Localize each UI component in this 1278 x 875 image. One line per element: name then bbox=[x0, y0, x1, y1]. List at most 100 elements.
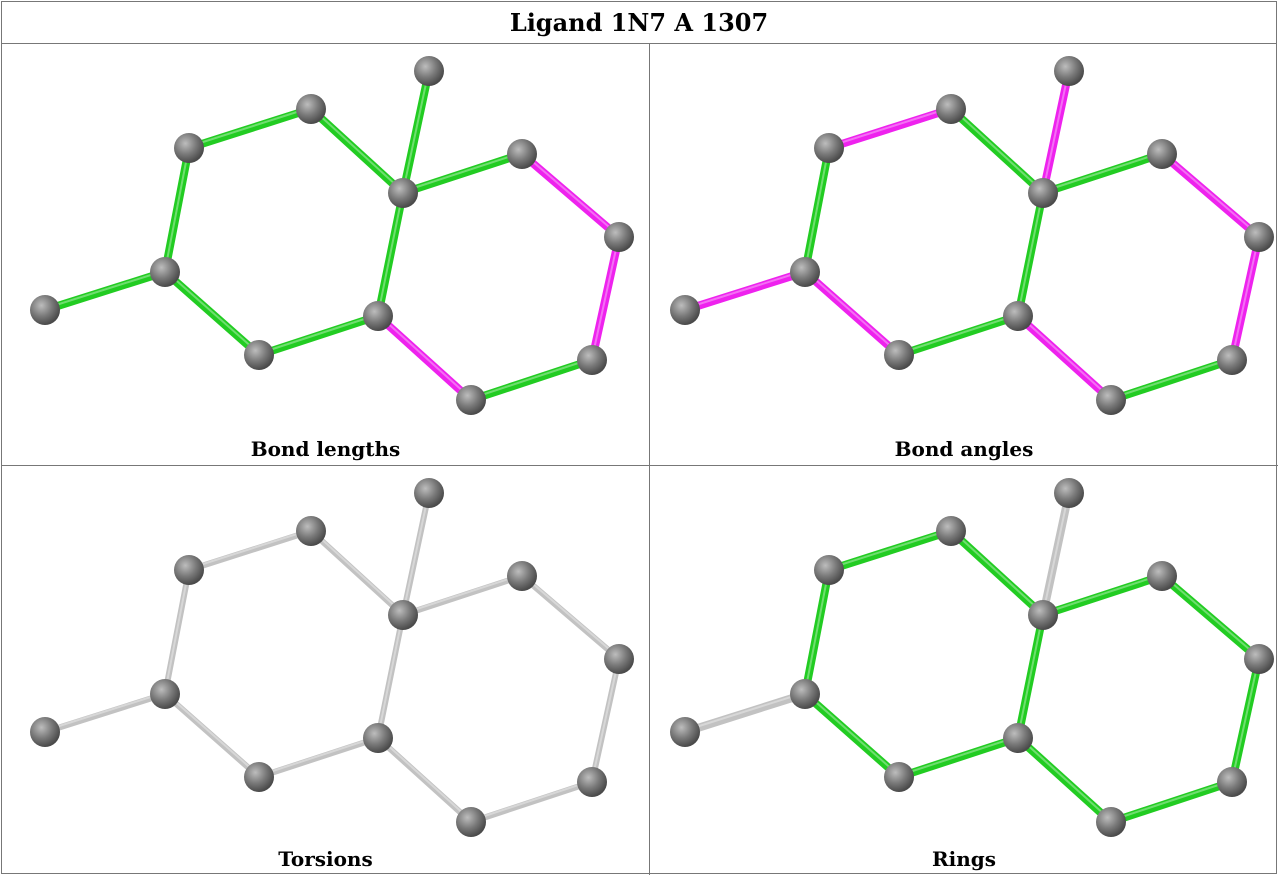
atom bbox=[1244, 644, 1274, 674]
bond bbox=[1158, 572, 1263, 663]
bond-highlight bbox=[1110, 357, 1233, 400]
bond bbox=[375, 735, 474, 825]
bond bbox=[895, 312, 1022, 359]
bond-highlight bbox=[1017, 613, 1044, 737]
atom bbox=[150, 257, 180, 287]
atom bbox=[1244, 222, 1274, 252]
atom bbox=[1217, 345, 1247, 375]
bond bbox=[1039, 572, 1166, 619]
bond-highlight bbox=[684, 269, 806, 310]
molecule-view-bond-angles bbox=[670, 56, 1274, 415]
bond bbox=[161, 268, 263, 359]
bond bbox=[256, 735, 381, 780]
molecule-view-rings bbox=[670, 478, 1274, 837]
atom bbox=[244, 340, 274, 370]
bond bbox=[947, 527, 1047, 619]
bond-highlight bbox=[950, 528, 1044, 615]
bond-highlight bbox=[804, 146, 830, 271]
bond bbox=[1014, 312, 1115, 404]
bond bbox=[375, 612, 406, 741]
bond-highlight bbox=[950, 106, 1044, 193]
bond bbox=[589, 656, 622, 785]
bond bbox=[1107, 356, 1236, 404]
bond-highlight bbox=[804, 691, 900, 777]
panel-bond-angles: Bond angles bbox=[650, 44, 1278, 466]
atom bbox=[1003, 301, 1033, 331]
figure-title: Ligand 1N7 A 1307 bbox=[2, 2, 1276, 44]
panel-caption: Torsions bbox=[278, 847, 373, 871]
bond-highlight bbox=[1110, 779, 1233, 822]
bond-highlight bbox=[377, 191, 404, 315]
bond bbox=[399, 67, 433, 197]
bond-highlight bbox=[828, 106, 952, 148]
bond-highlight bbox=[258, 313, 379, 355]
bond bbox=[186, 528, 314, 573]
bond bbox=[1107, 778, 1236, 826]
bond-highlight bbox=[1042, 573, 1163, 615]
bond bbox=[400, 490, 432, 618]
atom bbox=[1028, 600, 1058, 630]
bond bbox=[400, 573, 525, 618]
bond bbox=[895, 734, 1022, 781]
atom bbox=[296, 94, 326, 124]
bond bbox=[801, 690, 903, 781]
bond-highlight bbox=[804, 568, 830, 693]
bond-highlight bbox=[521, 573, 620, 659]
atom bbox=[456, 385, 486, 415]
bond-highlight bbox=[402, 69, 430, 192]
bond bbox=[681, 268, 809, 314]
bond bbox=[162, 691, 262, 780]
bond bbox=[255, 312, 382, 359]
bond bbox=[41, 268, 169, 314]
atom bbox=[1096, 807, 1126, 837]
bond-highlight bbox=[898, 735, 1019, 777]
atom bbox=[363, 301, 393, 331]
bond bbox=[185, 105, 315, 152]
bond bbox=[42, 691, 168, 735]
bond bbox=[374, 312, 475, 404]
atom bbox=[150, 679, 180, 709]
bond bbox=[1158, 150, 1263, 241]
bond bbox=[467, 356, 596, 404]
bond-highlight bbox=[1017, 191, 1044, 315]
atom bbox=[577, 767, 607, 797]
atom bbox=[414, 478, 444, 508]
bond-highlight bbox=[684, 691, 806, 732]
bond-highlight bbox=[402, 151, 523, 193]
bond bbox=[307, 105, 407, 197]
bond-highlight bbox=[310, 106, 404, 193]
bond bbox=[825, 105, 955, 152]
bond bbox=[308, 528, 406, 618]
bond-highlight bbox=[804, 269, 900, 355]
bond bbox=[1014, 611, 1047, 742]
bond-highlight bbox=[898, 313, 1019, 355]
bond bbox=[162, 567, 192, 697]
bond-highlight bbox=[44, 269, 166, 310]
atom bbox=[1028, 178, 1058, 208]
bond-highlight bbox=[164, 691, 260, 777]
bond-highlight bbox=[164, 146, 190, 271]
atom bbox=[936, 94, 966, 124]
panel-caption: Rings bbox=[931, 847, 996, 871]
bond-highlight bbox=[377, 735, 472, 822]
bond-highlight bbox=[258, 735, 379, 777]
atom bbox=[1054, 478, 1084, 508]
bond bbox=[801, 268, 903, 359]
bond-highlight bbox=[1017, 735, 1112, 822]
atom bbox=[174, 555, 204, 585]
atom bbox=[244, 762, 274, 792]
molecule-view-bond-lengths bbox=[30, 56, 634, 415]
bond bbox=[1228, 233, 1263, 364]
atom bbox=[884, 340, 914, 370]
panel-torsions: Torsions bbox=[2, 466, 650, 875]
bond-highlight bbox=[377, 613, 404, 737]
bond-highlight bbox=[1042, 69, 1070, 192]
atom bbox=[30, 295, 60, 325]
panel-bond-lengths: Bond lengths bbox=[2, 44, 650, 466]
atom bbox=[670, 295, 700, 325]
bond bbox=[1014, 189, 1047, 320]
atom bbox=[414, 56, 444, 86]
panel-caption: Bond angles bbox=[894, 437, 1034, 461]
bond bbox=[374, 189, 407, 320]
atom bbox=[1147, 561, 1177, 591]
